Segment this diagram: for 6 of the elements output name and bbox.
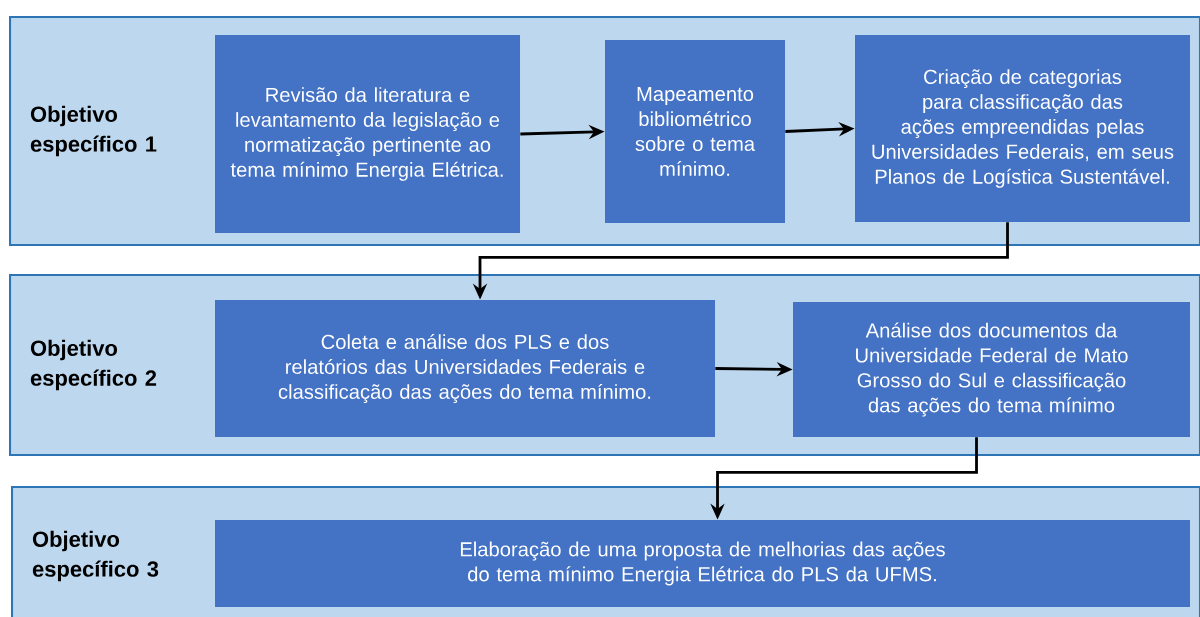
process-box: Coleta e análise dos PLS e dos relatórios das Universidades Federais e classificação das ações do tema mínimo. — [215, 300, 715, 437]
process-box: Criação de categorias para classificação das ações empreendidas pelas Universidades Federais, em seus Planos de Logística Sustentável. — [855, 35, 1190, 222]
process-box: Revisão da literatura e levantamento da legislação e normatização pertinente ao tema mínimo Energia Elétrica. — [215, 35, 520, 233]
process-box: Mapeamento bibliométrico sobre o tema mínimo. — [605, 40, 785, 223]
process-box: Elaboração de uma proposta de melhorias das ações do tema mínimo Energia Elétrica do PLS da UFMS. — [215, 520, 1190, 607]
process-box: Análise dos documentos da Universidade Federal de Mato Grosso do Sul e classificação das ações do tema mínimo — [793, 302, 1190, 437]
